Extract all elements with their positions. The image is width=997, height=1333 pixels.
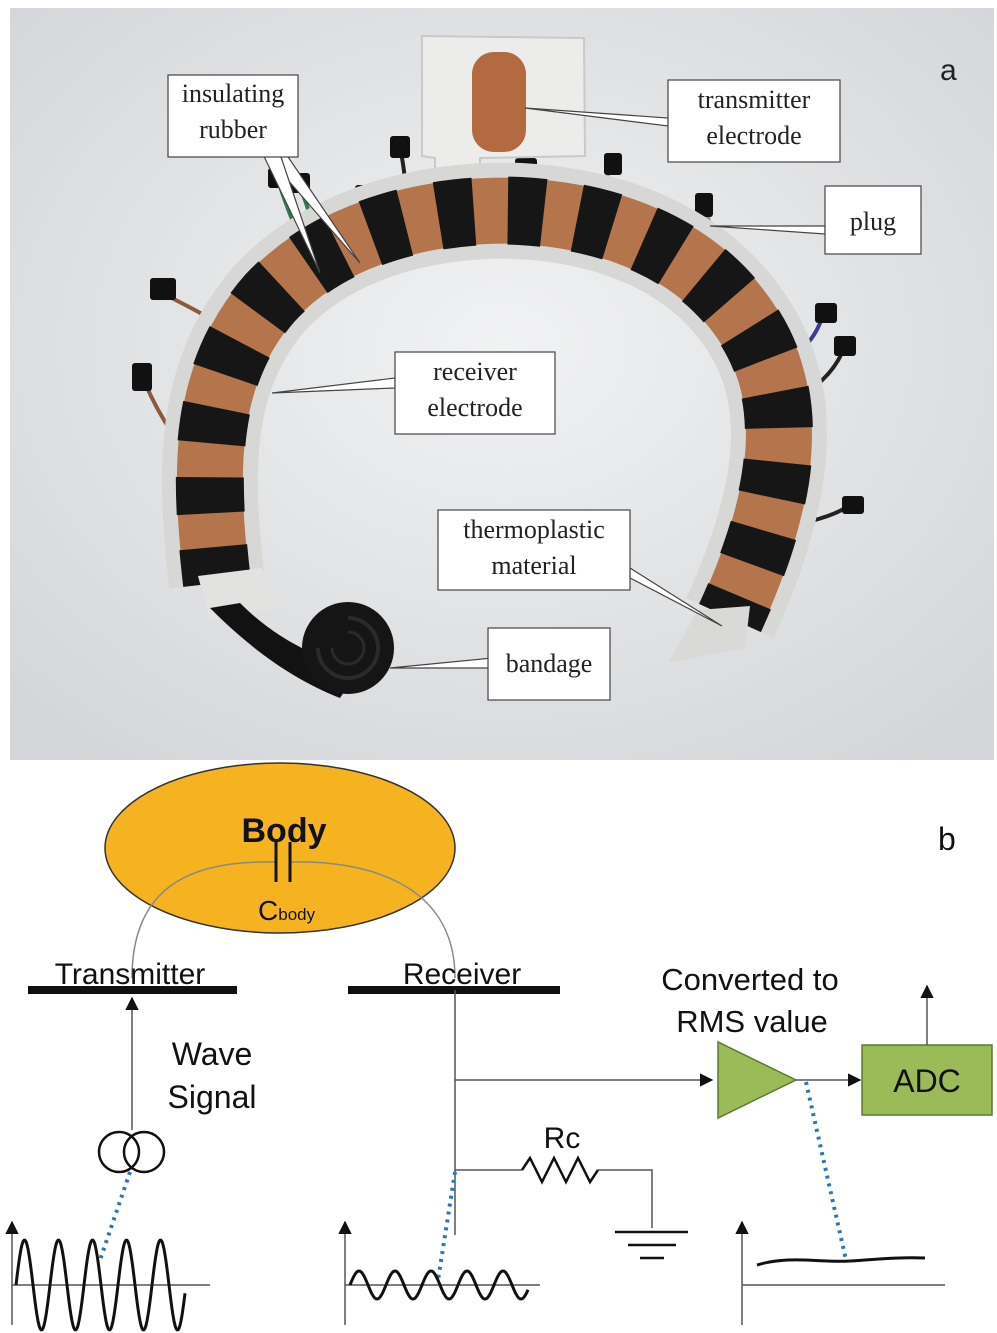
current-source-icon — [97, 1130, 166, 1174]
panel-b-circuit: Body Cbody Transmitter Receiver Wave Sig… — [5, 762, 993, 1332]
svg-text:thermoplastic: thermoplastic — [463, 515, 605, 544]
panel-b-letter: b — [938, 821, 956, 857]
callout-bandage: bandage — [487, 627, 611, 701]
svg-text:material: material — [491, 551, 576, 580]
adc-label: ADC — [893, 1063, 961, 1099]
converted-label-2: RMS value — [676, 1004, 828, 1039]
band — [161, 162, 827, 663]
resistor-label: Rc — [544, 1122, 581, 1155]
svg-text:rubber: rubber — [199, 115, 267, 144]
svg-text:plug: plug — [850, 207, 896, 236]
body-label: Body — [242, 812, 327, 850]
callout-thermoplastic-material: thermoplastic material — [437, 509, 631, 591]
waveform-received — [338, 1220, 540, 1325]
svg-text:electrode: electrode — [706, 121, 801, 150]
svg-text:insulating: insulating — [182, 79, 285, 108]
ground-icon — [615, 1230, 688, 1260]
svg-text:electrode: electrode — [427, 393, 522, 422]
capacitor-symbol — [274, 842, 292, 882]
bandage — [210, 602, 394, 698]
callout-receiver-electrode: receiver electrode — [394, 351, 556, 435]
receiver-label: Receiver — [403, 958, 521, 991]
wave-signal-label-1: Wave — [172, 1036, 253, 1072]
converted-label-1: Converted to — [661, 962, 839, 997]
callout-insulating-rubber: insulating rubber — [167, 74, 299, 158]
svg-text:transmitter: transmitter — [698, 85, 811, 114]
svg-text:bandage: bandage — [506, 649, 593, 678]
capacitor-label: Cbody — [258, 895, 316, 926]
rms-amplifier — [717, 1040, 798, 1120]
resistor-wire-right — [598, 1169, 653, 1228]
transmitter-copper-electrode — [472, 52, 526, 152]
callout-transmitter-electrode: transmitter electrode — [667, 79, 841, 163]
dotted-connectors — [98, 1081, 848, 1281]
body-ellipse — [104, 762, 456, 934]
body-coupling-arc — [131, 861, 456, 979]
panel-a-letter: a — [940, 54, 957, 87]
transmitter-label: Transmitter — [55, 958, 206, 991]
callout-plug: plug — [824, 185, 922, 255]
waveform-input — [5, 1220, 210, 1332]
panel-a-photo: insulating rubber transmitter electrode … — [10, 8, 994, 760]
svg-text:receiver: receiver — [433, 357, 517, 386]
resistor-symbol — [520, 1155, 600, 1185]
waveform-rms — [735, 1220, 945, 1325]
wave-signal-label-2: Signal — [168, 1079, 257, 1115]
adc-block — [861, 1044, 993, 1116]
